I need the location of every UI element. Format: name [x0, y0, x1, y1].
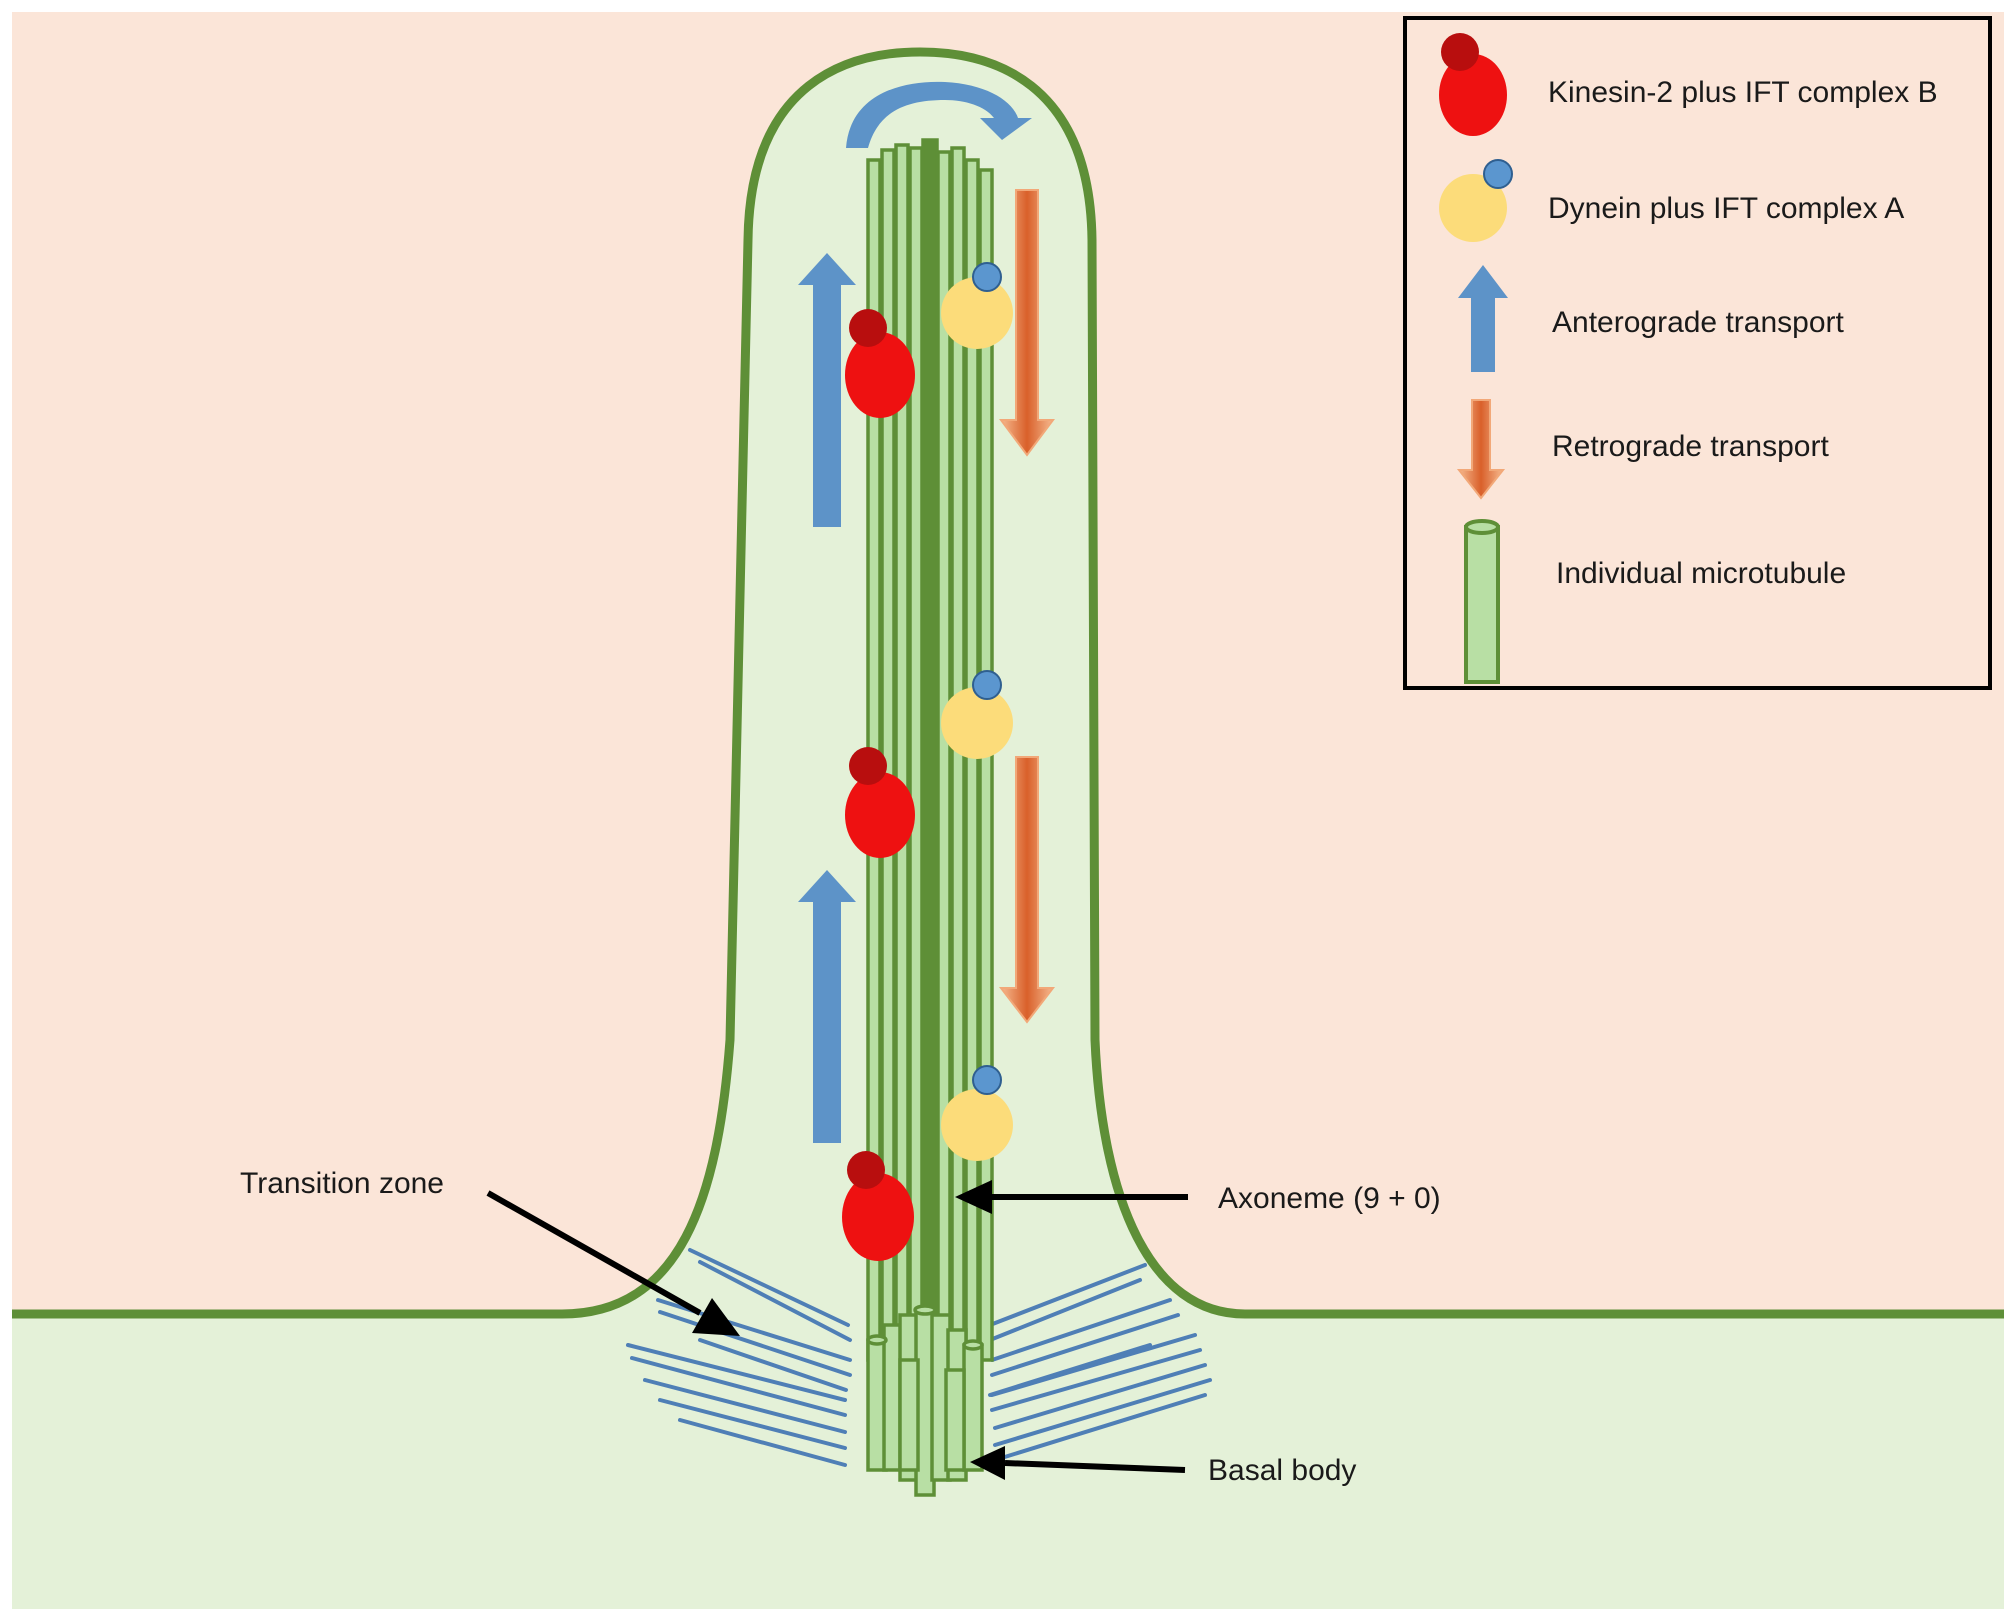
kinesin-complex-icon [1439, 33, 1507, 136]
dynein-complex-3 [941, 1065, 1013, 1161]
legend-label-retrograde: Retrograde transport [1552, 430, 1829, 463]
retrograde-arrow-upper [999, 189, 1055, 457]
anterograde-arrows [798, 253, 856, 1143]
dynein-complex-2 [941, 670, 1013, 759]
retrograde-arrow-icon [1456, 399, 1506, 500]
legend-label-kinesin: Kinesin-2 plus IFT complex B [1548, 76, 1938, 109]
dynein-complex-1 [941, 262, 1013, 349]
kinesin-complexes [842, 309, 915, 1261]
anterograde-arrow-upper [798, 253, 856, 527]
anterograde-arrow-icon [1458, 265, 1508, 372]
axoneme-pointer [955, 1180, 1188, 1214]
basal-body [866, 1304, 984, 1497]
legend-box [1403, 16, 1992, 690]
cilium-membrane [12, 52, 2004, 1609]
basal-body-label: Basal body [1208, 1454, 1356, 1487]
transition-zone-label: Transition zone [240, 1167, 444, 1200]
transition-zone-pointer [486, 1190, 740, 1336]
legend: Kinesin-2 plus IFT complex B Dynein plus… [1403, 16, 1992, 690]
kinesin-complex-3 [842, 1151, 914, 1261]
cell-membrane-outline [12, 47, 2004, 1319]
anterograde-arrow-lower [798, 870, 856, 1143]
retrograde-arrows [998, 189, 1056, 1024]
legend-label-microtubule: Individual microtubule [1556, 557, 1846, 590]
retrograde-arrow-lower [998, 756, 1056, 1024]
transition-fibres [626, 1248, 1212, 1467]
axoneme [866, 138, 994, 1372]
dynein-complexes [941, 262, 1013, 1161]
legend-label-dynein: Dynein plus IFT complex A [1548, 192, 1904, 225]
kinesin-complex-1 [845, 309, 915, 418]
axoneme-label: Axoneme (9 + 0) [1218, 1182, 1441, 1215]
kinesin-complex-2 [845, 747, 915, 858]
microtubule-icon [1464, 519, 1500, 684]
basal-body-pointer [970, 1446, 1186, 1480]
legend-label-anterograde: Anterograde transport [1552, 306, 1845, 339]
dynein-complex-icon [1439, 159, 1513, 242]
turnaround-arrow [846, 81, 1032, 148]
